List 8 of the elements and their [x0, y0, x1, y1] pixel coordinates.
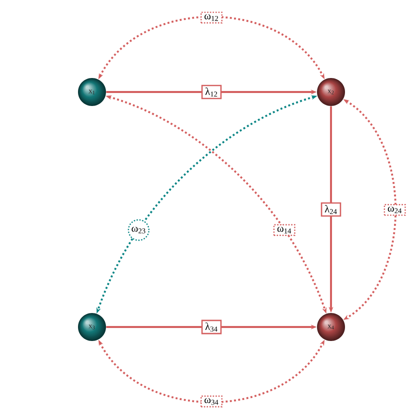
edge-label: λ$_{24}$	[320, 202, 342, 217]
edge-label: ω$_{34}$	[200, 396, 222, 408]
edge-label: ω$_{12}$	[200, 12, 222, 24]
edge-label: λ$_{12}$	[201, 84, 222, 100]
edge-label: λ$_{34}$	[201, 320, 222, 334]
edge-label: ω$_{14}$	[273, 224, 296, 236]
edge-label: ω$_{23}$	[128, 219, 150, 241]
edge-label: ω$_{24}$	[384, 204, 406, 216]
